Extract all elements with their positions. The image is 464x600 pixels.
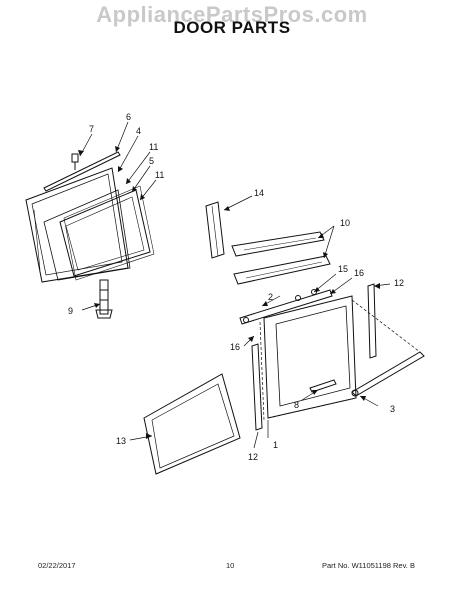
part-3-rod: [351, 351, 425, 397]
callout-1: 1: [273, 440, 278, 450]
callout-8: 8: [294, 400, 299, 410]
part-12-trim-left: [251, 343, 263, 431]
part-2-bar: [239, 289, 333, 325]
callout-6: 6: [126, 112, 131, 122]
callout-5: 5: [149, 156, 154, 166]
part-10-channel-a: [231, 231, 325, 257]
part-10-channel-b: [233, 255, 331, 285]
footer-page-number: 10: [226, 561, 235, 570]
footer-date: 02/22/2017: [38, 561, 76, 570]
callout-15: 15: [338, 264, 348, 274]
part-9-hinge: [95, 279, 113, 319]
footer-part-number: Part No. W11051198 Rev. B: [322, 561, 415, 570]
callout-11-a: 11: [149, 142, 158, 152]
part-14-bracket: [205, 201, 225, 259]
part-12-trim-right: [367, 283, 377, 359]
page-title: DOOR PARTS: [173, 18, 291, 37]
callout-12-a: 12: [394, 278, 404, 288]
part-7-screw: [71, 153, 79, 170]
callout-12-b: 12: [248, 452, 258, 462]
callout-10: 10: [340, 218, 350, 228]
callout-3: 3: [390, 404, 395, 414]
callout-14: 14: [254, 188, 264, 198]
callout-4: 4: [136, 126, 141, 136]
part-13-glass: [143, 373, 241, 475]
part-4-inner-frame: [25, 167, 129, 283]
part-5-glass: [59, 189, 151, 277]
callout-2: 2: [268, 292, 273, 302]
watermark: AppliancePartsPros.com: [96, 2, 368, 27]
callout-16-b: 16: [230, 342, 240, 352]
callout-9: 9: [68, 306, 73, 316]
part-11-gasket-a: [43, 189, 131, 281]
callout-16-a: 16: [354, 268, 364, 278]
part-6-rod: [43, 151, 121, 192]
callout-7: 7: [89, 124, 94, 134]
callout-11-b: 11: [155, 170, 164, 180]
callout-13: 13: [116, 436, 126, 446]
part-8-handle: [309, 379, 337, 393]
part-11-gasket-b: [63, 185, 155, 281]
